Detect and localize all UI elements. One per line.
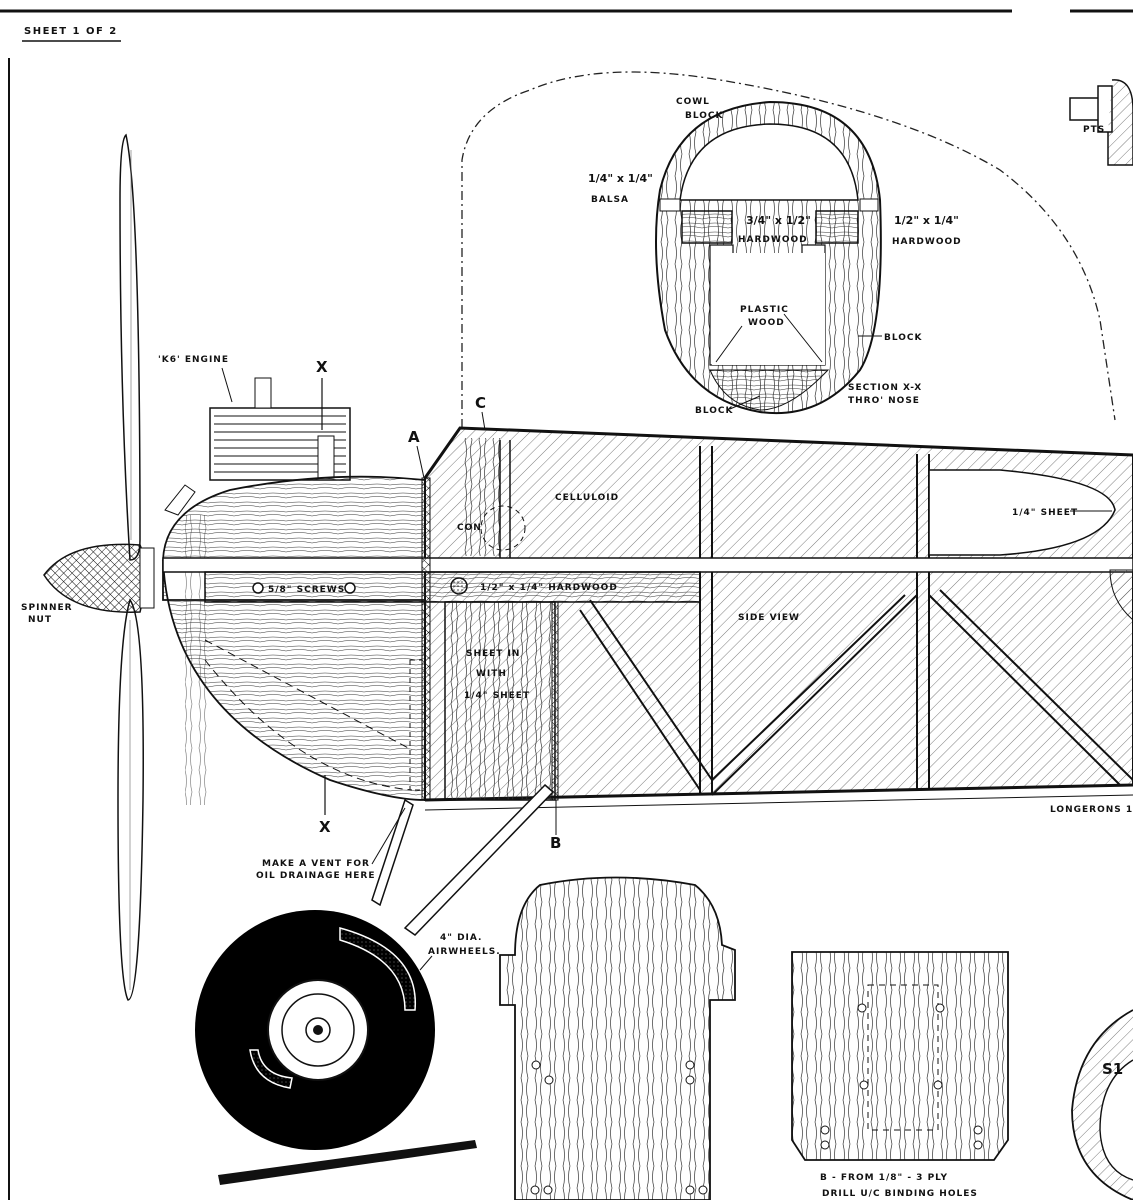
block-bottom-label: BLOCK bbox=[695, 406, 734, 416]
hardwood-right-label: HARDWOOD bbox=[892, 237, 962, 247]
sheet-label: SHEET 1 OF 2 bbox=[24, 26, 118, 37]
section-sub-label: THRO' NOSE bbox=[848, 396, 920, 406]
wood-label: WOOD bbox=[748, 318, 785, 328]
hardwood-left-label: HARDWOOD bbox=[738, 235, 808, 245]
con-label: CON bbox=[457, 523, 482, 533]
side-view-label: SIDE VIEW bbox=[738, 613, 800, 623]
airwheel bbox=[195, 910, 435, 1150]
section-marker-top: X bbox=[316, 358, 328, 430]
fuselage-side-view bbox=[162, 426, 1133, 811]
undercarriage bbox=[371, 783, 555, 936]
vent-label-1: MAKE A VENT FOR bbox=[262, 859, 370, 869]
former-b-caption: B - FROM 1/8" - 3 PLY bbox=[820, 1173, 948, 1183]
sheet-in-label-1: SHEET IN bbox=[466, 649, 520, 659]
nose-cowl bbox=[162, 475, 426, 805]
detail-partial-bottom-right: S1 bbox=[1071, 1009, 1133, 1200]
ground-line bbox=[218, 1140, 477, 1185]
propeller bbox=[117, 133, 144, 1001]
svg-text:X: X bbox=[316, 358, 328, 376]
screws-label: 5/8" SCREWS bbox=[268, 585, 345, 595]
cowl-block-label: BLOCK bbox=[685, 111, 724, 121]
quarter-sheet-label: 1/4" SHEET bbox=[1012, 508, 1078, 518]
hardwood-left-size-label: 3/4" x 1/2" bbox=[746, 214, 811, 227]
sheet-border bbox=[0, 9, 1133, 1200]
svg-text:X: X bbox=[319, 818, 331, 836]
spinner-label: SPINNER bbox=[21, 603, 73, 613]
engine: 'K6' ENGINE bbox=[158, 355, 351, 516]
hardwood-right-size-label: 1/2" x 1/4" bbox=[894, 214, 959, 227]
cowl-label: COWL bbox=[676, 97, 710, 107]
spinner-nut-label: NUT bbox=[28, 615, 52, 625]
former-b-plate bbox=[791, 951, 1009, 1161]
detail-partial-top-right: PTS bbox=[1069, 79, 1133, 166]
mount-hardwood-label: 1/2" x 1/4" HARDWOOD bbox=[480, 583, 618, 593]
balsa-label: BALSA bbox=[591, 195, 629, 205]
block-right-label: BLOCK bbox=[884, 333, 923, 343]
wheel-label-2: AIRWHEELS. bbox=[428, 947, 501, 957]
wheel-label-1: 4" DIA. bbox=[440, 933, 482, 943]
sheet-header: SHEET 1 OF 2 bbox=[22, 26, 121, 42]
former-b-label: B bbox=[550, 834, 561, 852]
pts-label: PTS bbox=[1083, 125, 1105, 135]
former-plate-large bbox=[499, 876, 736, 1200]
longerons-label: LONGERONS 1/4 bbox=[1050, 805, 1133, 815]
vent-label-2: OIL DRAINAGE HERE bbox=[256, 871, 376, 881]
section-title-label: SECTION X-X bbox=[848, 383, 922, 393]
drill-caption: DRILL U/C BINDING HOLES bbox=[822, 1189, 978, 1199]
former-a-label: A bbox=[408, 428, 420, 446]
section-marker-bottom: X bbox=[319, 775, 331, 836]
spinner: SPINNER NUT bbox=[21, 543, 155, 625]
sheet-in-label-3: 1/4" SHEET bbox=[464, 691, 530, 701]
former-c-label: C bbox=[475, 394, 486, 412]
balsa-size-label: 1/4" x 1/4" bbox=[588, 172, 653, 185]
plastic-label: PLASTIC bbox=[740, 305, 789, 315]
celluloid-label: CELLULOID bbox=[555, 493, 619, 503]
s1-label: S1 bbox=[1102, 1060, 1123, 1078]
sheet-in-label-2: WITH bbox=[476, 669, 507, 679]
engine-label: 'K6' ENGINE bbox=[158, 355, 229, 365]
wing-outline-dashed bbox=[461, 71, 1116, 428]
section-x-x bbox=[655, 100, 882, 414]
